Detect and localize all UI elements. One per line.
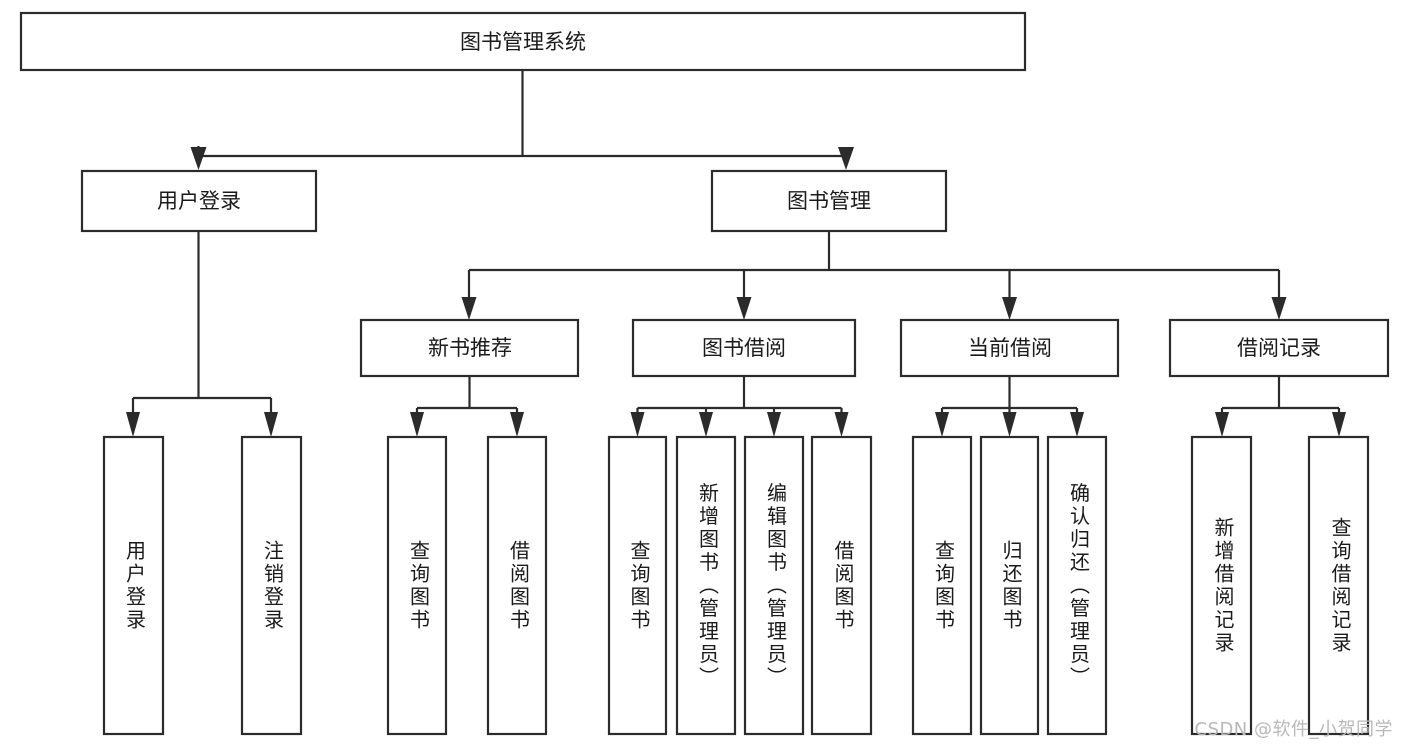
node-leaf-return-book-label: 归还图书 — [999, 540, 1023, 632]
node-leaf-add-book-box[interactable] — [675, 435, 737, 736]
node-leaf-query-book-2-label: 查询图书 — [627, 540, 651, 632]
node-leaf-add-book[interactable]: 新增图书（管理员） — [675, 435, 737, 736]
node-leaf-borrow-book-1[interactable]: 借阅图书 — [486, 435, 548, 736]
node-leaf-query-record[interactable]: 查询借阅记录 — [1307, 435, 1370, 736]
node-book-manage-label: 图书管理 — [787, 189, 871, 213]
arrowhead-leaf-add-record — [1215, 412, 1229, 437]
node-leaf-query-book-2-box[interactable] — [607, 435, 668, 736]
node-leaf-user-login-box[interactable] — [102, 435, 165, 736]
node-leaf-query-record-label: 查询借阅记录 — [1328, 517, 1352, 655]
arrowhead-book-manage — [838, 147, 854, 170]
arrowhead-leaf-return-book — [1002, 412, 1017, 437]
node-user-login-label: 用户登录 — [157, 189, 241, 213]
node-book-borrow-box[interactable] — [631, 318, 857, 378]
arrowheads-level3 — [461, 270, 1287, 320]
node-borrow-record-label: 借阅记录 — [1237, 336, 1321, 360]
node-book-borrow-label: 图书借阅 — [702, 336, 786, 360]
node-leaf-confirm-return-box[interactable] — [1046, 435, 1108, 736]
node-leaf-borrow-book-2[interactable]: 借阅图书 — [810, 435, 873, 736]
node-leaf-confirm-return-label: 确认归还（管理员） — [1067, 482, 1091, 689]
arrowhead-leaf-query-record — [1332, 412, 1346, 437]
node-leaf-borrow-book-1-box[interactable] — [486, 435, 548, 736]
node-user-login-box[interactable] — [80, 169, 318, 233]
node-current-borrow[interactable]: 当前借阅 — [899, 318, 1120, 378]
node-leaf-add-record-box[interactable] — [1190, 435, 1253, 736]
arrowhead-leaf-edit-book — [767, 412, 781, 437]
connector-group-root — [197, 70, 848, 158]
node-borrow-record-box[interactable] — [1168, 318, 1390, 378]
node-leaf-add-record-label: 新增借阅记录 — [1211, 517, 1235, 655]
arrowhead-leaf-query-book-1 — [410, 412, 424, 437]
arrowhead-leaf-query-book-3 — [935, 412, 949, 437]
node-leaf-return-book[interactable]: 归还图书 — [979, 435, 1040, 736]
node-new-book-recommend-label: 新书推荐 — [428, 336, 512, 360]
node-leaf-edit-book-label: 编辑图书（管理员） — [764, 482, 788, 689]
node-current-borrow-label: 当前借阅 — [968, 336, 1052, 360]
node-leaf-edit-book-box[interactable] — [743, 435, 805, 736]
node-root-box[interactable] — [19, 11, 1027, 72]
node-root[interactable]: 图书管理系统 — [19, 11, 1027, 72]
node-leaf-query-book-1-box[interactable] — [386, 435, 448, 736]
node-leaf-query-book-3-label: 查询图书 — [932, 540, 956, 632]
node-leaf-user-logout-box[interactable] — [240, 435, 303, 736]
node-leaf-query-book-1-label: 查询图书 — [407, 540, 431, 632]
node-leaf-user-login[interactable]: 用户登录 — [102, 435, 165, 736]
arrowhead-leaf-borrow-book-1 — [510, 412, 524, 437]
node-leaf-borrow-book-2-box[interactable] — [810, 435, 873, 736]
node-new-book-recommend-box[interactable] — [359, 318, 580, 378]
node-user-login[interactable]: 用户登录 — [80, 169, 318, 233]
node-leaf-borrow-book-2-label: 借阅图书 — [831, 540, 855, 632]
node-leaf-query-book-3-box[interactable] — [911, 435, 973, 736]
arrowhead-leaf-borrow-book-2 — [834, 412, 849, 437]
node-leaf-query-record-box[interactable] — [1307, 435, 1370, 736]
node-leaf-query-book-1[interactable]: 查询图书 — [386, 435, 448, 736]
node-leaf-user-logout-label: 注销登录 — [261, 540, 285, 632]
node-root-label: 图书管理系统 — [460, 30, 586, 54]
arrowhead-user-login — [190, 147, 207, 170]
node-leaf-add-book-label: 新增图书（管理员） — [696, 482, 720, 689]
node-book-borrow[interactable]: 图书借阅 — [631, 318, 857, 378]
node-leaf-user-logout[interactable]: 注销登录 — [240, 435, 303, 736]
node-borrow-record[interactable]: 借阅记录 — [1168, 318, 1390, 378]
node-leaf-query-book-2[interactable]: 查询图书 — [607, 435, 668, 736]
arrowhead-leaf-add-book — [699, 412, 713, 437]
arrowhead-leaf-confirm-return — [1070, 412, 1084, 437]
node-leaf-query-book-3[interactable]: 查询图书 — [911, 435, 973, 736]
node-book-manage-box[interactable] — [710, 169, 948, 233]
node-leaf-return-book-box[interactable] — [979, 435, 1040, 736]
node-leaf-edit-book[interactable]: 编辑图书（管理员） — [743, 435, 805, 736]
arrowhead-leaf-user-logout — [264, 412, 278, 437]
node-leaf-borrow-book-1-label: 借阅图书 — [507, 540, 531, 632]
node-leaf-confirm-return[interactable]: 确认归还（管理员） — [1046, 435, 1108, 736]
node-leaf-add-record[interactable]: 新增借阅记录 — [1190, 435, 1253, 736]
node-current-borrow-box[interactable] — [899, 318, 1120, 378]
node-new-book-recommend[interactable]: 新书推荐 — [359, 318, 580, 378]
arrowhead-leaf-user-login — [126, 412, 140, 437]
node-leaf-user-login-label: 用户登录 — [123, 540, 147, 632]
node-book-manage[interactable]: 图书管理 — [710, 169, 948, 233]
arrowhead-leaf-query-book-2 — [630, 412, 645, 437]
